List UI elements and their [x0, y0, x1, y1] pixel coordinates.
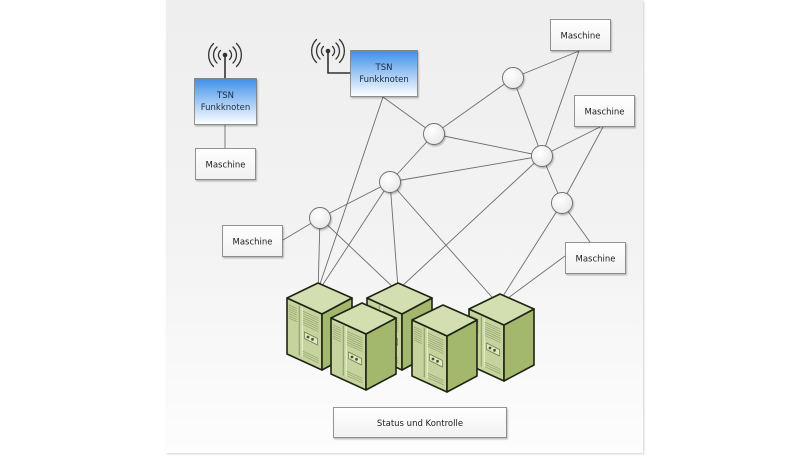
link-n6-server5: [497, 202, 563, 305]
tsn-node-center-line1: TSN: [375, 63, 393, 73]
link-machine-top-right-n3: [541, 50, 580, 157]
server-button: [355, 357, 358, 361]
link-n4-n5: [319, 181, 391, 219]
server-control-panel: [348, 351, 362, 366]
server-tower-4[interactable]: [330, 302, 397, 391]
server-button: [311, 337, 314, 341]
network-node-n6[interactable]: [551, 192, 573, 214]
server-control-panel: [486, 342, 500, 357]
server-button: [488, 346, 492, 350]
network-node-n5[interactable]: [309, 207, 331, 229]
network-node-n3[interactable]: [531, 145, 553, 167]
server-button: [306, 335, 310, 339]
link-n4-server2: [389, 181, 399, 289]
machine-box-left-top[interactable]: Maschine: [195, 148, 256, 180]
machine-label: Maschine: [584, 108, 624, 118]
server-button: [350, 355, 354, 359]
server-control-panel: [304, 331, 318, 346]
tsn-node-left[interactable]: TSN Funkknoten: [194, 78, 257, 125]
link-n2-n3: [433, 133, 543, 157]
machine-box-left[interactable]: Maschine: [222, 225, 283, 257]
network-node-n2[interactable]: [423, 123, 445, 145]
connection-lines: [224, 50, 604, 305]
link-n1-n3: [512, 77, 543, 157]
wireless-antenna-icon: [207, 42, 243, 79]
link-n5-server1: [317, 217, 321, 295]
tsn-node-center[interactable]: TSN Funkknoten: [350, 50, 418, 97]
link-n3-n4: [389, 155, 543, 183]
server-group: [286, 282, 535, 393]
link-n3-server2: [399, 155, 543, 289]
server-button: [493, 348, 496, 352]
server-control-panel: [429, 353, 443, 368]
machine-box-right[interactable]: Maschine: [574, 95, 635, 127]
tsn-node-left-line1: TSN: [216, 91, 234, 101]
server-tower-5[interactable]: [411, 304, 478, 393]
tsn-node-left-line2: Funkknoten: [201, 103, 251, 113]
machine-label: Maschine: [575, 255, 615, 265]
machine-label: Maschine: [232, 238, 272, 248]
tsn-node-center-line2: Funkknoten: [359, 75, 409, 85]
machine-label: Maschine: [205, 161, 245, 171]
status-control-label: Status und Kontrolle: [377, 419, 463, 429]
link-n5-server2: [319, 217, 397, 291]
link-n4-server5: [389, 181, 499, 305]
status-control-box[interactable]: Status und Kontrolle: [333, 407, 507, 438]
link-n1-n2: [433, 77, 514, 135]
link-tsn-center-server1: [317, 96, 384, 291]
link-n4-server1: [317, 181, 391, 293]
wireless-antenna-icon: [310, 38, 351, 74]
machine-box-top-right[interactable]: Maschine: [550, 19, 611, 51]
link-machine-right-lower-server5: [499, 255, 566, 305]
server-tower-3[interactable]: [468, 293, 535, 382]
server-button: [431, 357, 435, 361]
link-machine-right-n6: [561, 126, 604, 204]
machine-box-right-lower[interactable]: Maschine: [565, 242, 626, 274]
machine-label: Maschine: [560, 32, 600, 42]
server-button: [436, 359, 439, 363]
network-node-n4[interactable]: [379, 171, 401, 193]
network-node-n1[interactable]: [502, 67, 524, 89]
link-n1-machine-top-right: [512, 50, 580, 79]
